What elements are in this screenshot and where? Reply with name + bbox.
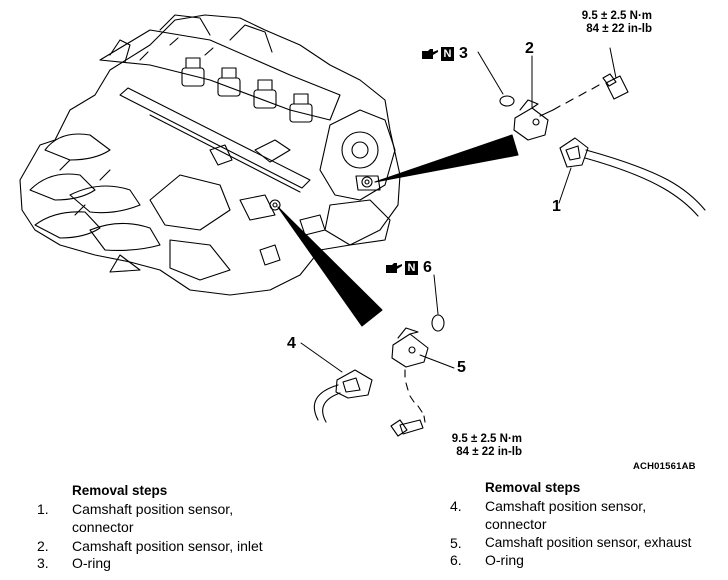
step-number: 6. [450, 552, 462, 568]
figure-code: ACH01561AB [633, 461, 696, 472]
callout-4: 4 [287, 335, 296, 352]
step-text-cont: connector [72, 519, 134, 535]
step-text: O-ring [485, 552, 524, 568]
callout-3: 3 [459, 45, 468, 62]
leader-lines [300, 47, 617, 373]
torque-bottom-inlb: 84 ± 22 in-lb [456, 446, 522, 458]
o-ring-bottom [431, 314, 445, 332]
badge-6: N 6 [385, 259, 432, 277]
torque-bottom-nm: 9.5 ± 2.5 N·m [451, 433, 522, 445]
callout-2: 2 [525, 40, 534, 57]
step-number: 4. [450, 498, 462, 514]
step-text: O-ring [72, 555, 111, 571]
right-step-6: 6. O-ring [450, 551, 728, 569]
step-number: 3. [37, 555, 49, 571]
step-number: 2. [37, 538, 49, 554]
left-step-1: 1. Camshaft position sensor, connector [37, 500, 337, 536]
badge-3: N 3 [421, 45, 468, 63]
exhaust-sensor-part [391, 327, 429, 368]
inlet-sensor-part [513, 99, 554, 141]
torque-top-nm: 9.5 ± 2.5 N·m [581, 10, 652, 22]
torque-spec-bottom: 9.5 ± 2.5 N·m 84 ± 22 in-lb [430, 433, 522, 459]
left-step-3: 3. O-ring [37, 554, 337, 572]
callout-6: 6 [423, 259, 432, 276]
pointer-wedge-inlet [374, 134, 519, 183]
oil-can-icon [386, 263, 402, 273]
right-step-5: 5. Camshaft position sensor, exhaust [450, 534, 728, 552]
oil-can-icon [422, 49, 438, 59]
torque-spec-top: 9.5 ± 2.5 N·m 84 ± 22 in-lb [560, 10, 652, 36]
new-part-icon: N [405, 261, 418, 275]
step-text: Camshaft position sensor, [72, 501, 234, 517]
bolt-bottom [390, 369, 426, 437]
exhaust-sensor-location [269, 199, 281, 211]
step-number: 1. [37, 501, 49, 517]
left-steps-title: Removal steps [72, 483, 168, 498]
callout-5: 5 [457, 359, 466, 376]
engine-block [19, 14, 401, 296]
new-part-icon: N [441, 47, 454, 61]
bolt-top [552, 73, 629, 111]
left-step-2: 2. Camshaft position sensor, inlet [37, 537, 337, 555]
step-text: Camshaft position sensor, inlet [72, 538, 263, 554]
step-text: Camshaft position sensor, exhaust [485, 535, 692, 550]
pointer-wedge-exhaust [277, 206, 383, 327]
connector-bottom [313, 369, 373, 423]
callout-1: 1 [552, 198, 561, 215]
step-text: Camshaft position sensor, [485, 498, 647, 514]
connector-top [559, 137, 706, 217]
torque-top-inlb: 84 ± 22 in-lb [586, 23, 652, 35]
step-text-cont: connector [485, 516, 547, 532]
step-number: 5. [450, 535, 462, 551]
o-ring-top [499, 95, 515, 107]
inlet-sensor-location [355, 175, 381, 191]
right-steps-title: Removal steps [485, 480, 581, 495]
right-step-4: 4. Camshaft position sensor, connector [450, 497, 728, 533]
